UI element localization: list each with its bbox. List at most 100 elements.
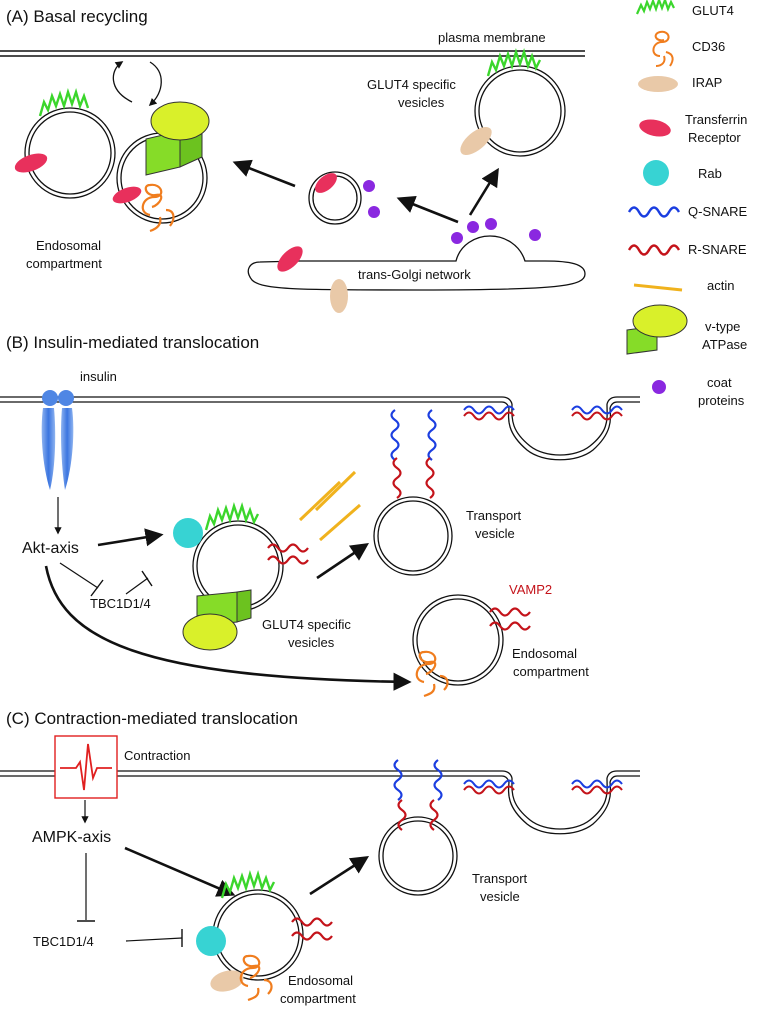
endosomal-label-b-1: Endosomal	[512, 646, 577, 661]
glut4-b	[204, 501, 260, 531]
r-snare-membrane-b1	[463, 411, 515, 421]
transport-label-b-1: Transport	[466, 508, 522, 523]
glut4-vesicle-label-b-1: GLUT4 specific	[262, 617, 351, 632]
v-atpase-b	[182, 589, 252, 651]
legend-label-coat-1: coat	[707, 375, 732, 390]
q-snare-c2	[433, 759, 443, 801]
plasma-membrane-label: plasma membrane	[438, 30, 546, 45]
r-snare-c3	[397, 799, 407, 831]
legend-label-transferrin-2: Receptor	[688, 130, 741, 145]
r-snare-c2	[291, 931, 333, 941]
r-snare-c4	[429, 799, 439, 831]
legend-glut4-icon	[635, 0, 675, 15]
arrow-akt-to-vesicle	[97, 528, 164, 547]
rab-b	[173, 518, 203, 548]
cd36-b	[415, 650, 449, 698]
glut4-vesicle-a	[474, 65, 566, 157]
arrow-vesicle-to-transport-b	[316, 542, 370, 580]
section-a-title: (A) Basal recycling	[6, 7, 148, 26]
plasma-membrane-a	[0, 50, 585, 57]
coat-protein-1	[363, 180, 375, 192]
transferrin-small-vesicle	[315, 173, 337, 193]
recycle-arrow-up	[112, 61, 133, 103]
tbc-label-b: TBC1D1/4	[90, 596, 151, 611]
glut4-a2	[486, 47, 542, 77]
r-snare-b2	[267, 555, 309, 565]
legend-label-coat-2: proteins	[698, 393, 745, 408]
glut4-vesicle-label-a-2: vesicles	[398, 95, 445, 110]
q-snare-b2	[427, 409, 437, 461]
arrow-ampk-to-vesicle	[124, 846, 236, 897]
q-snare-c1	[393, 759, 403, 801]
endosomal-label-c-1: Endosomal	[288, 973, 353, 988]
transport-label-c-1: Transport	[472, 871, 528, 886]
transferrin-tgn	[277, 246, 303, 272]
legend-label-atpase-2: ATPase	[702, 337, 747, 352]
tbc-label-c: TBC1D1/4	[33, 934, 94, 949]
trans-golgi-label: trans-Golgi network	[358, 267, 471, 282]
r-snare-b1	[267, 543, 309, 553]
q-snare-membrane-c2	[571, 779, 623, 789]
coat-protein-2	[368, 206, 380, 218]
legend: GLUT4 CD36 IRAP Transferrin Receptor Rab…	[626, 0, 748, 408]
coat-protein-5	[485, 218, 497, 230]
r-snare-membrane-c2	[571, 785, 623, 795]
legend-coat-protein-icon	[652, 380, 666, 394]
legend-actin-icon	[633, 283, 683, 292]
r-snare-b5	[489, 607, 531, 617]
legend-label-glut4: GLUT4	[692, 3, 734, 18]
arrow-tgn-to-glut4-vesicle	[468, 167, 499, 216]
cd36-c	[239, 954, 273, 1002]
r-snare-c1	[291, 917, 333, 927]
r-snare-membrane-b2	[571, 411, 623, 421]
actin-1	[298, 480, 342, 522]
legend-rab-icon	[643, 160, 669, 186]
actin-3	[319, 503, 361, 542]
glut4-a1	[38, 87, 90, 117]
legend-cd36-icon	[652, 30, 674, 67]
legend-label-q-snare: Q-SNARE	[688, 204, 748, 219]
legend-label-atpase-1: v-type	[705, 319, 740, 334]
plasma-membrane-b	[0, 396, 640, 461]
vamp2-label: VAMP2	[509, 582, 552, 597]
endosomal-label-a-2: compartment	[26, 256, 102, 271]
inhibit-akt-to-tbc	[59, 562, 99, 589]
rab-c	[196, 926, 226, 956]
irap-a	[460, 126, 492, 156]
legend-label-r-snare: R-SNARE	[688, 242, 747, 257]
endosomal-vesicle-a1	[24, 107, 116, 199]
endosomal-label-c-2: compartment	[280, 991, 356, 1006]
inhibit-tbc-to-rab-b	[125, 577, 149, 595]
coat-protein-4	[467, 221, 479, 233]
glut4-vesicle-label-b-2: vesicles	[288, 635, 335, 650]
insulin-receptor	[41, 390, 74, 490]
transport-vesicle-c	[378, 816, 458, 896]
cd36-a	[141, 183, 175, 233]
q-snare-membrane-b2	[571, 405, 623, 415]
irap-tgn	[330, 279, 348, 313]
legend-label-irap: IRAP	[692, 75, 722, 90]
akt-axis-label: Akt-axis	[22, 540, 79, 557]
arrow-akt-to-endosome	[44, 565, 412, 691]
legend-label-cd36: CD36	[692, 39, 725, 54]
recycle-arrow-down	[148, 61, 162, 107]
trans-golgi-network	[247, 235, 586, 291]
endosomal-vesicle-b	[412, 594, 504, 686]
legend-q-snare-icon	[627, 206, 681, 218]
q-snare-membrane-c1	[463, 779, 515, 789]
coat-protein-3	[451, 232, 463, 244]
arrow-tgn-to-vesicle	[396, 195, 459, 224]
legend-label-actin: actin	[707, 278, 734, 293]
transport-label-c-2: vesicle	[480, 889, 520, 904]
arrow-endosome-to-transport-c	[309, 856, 370, 896]
transferrin-a2	[112, 186, 142, 204]
transport-label-b-2: vesicle	[475, 526, 515, 541]
q-snare-b1	[390, 409, 400, 461]
legend-irap-icon	[638, 76, 678, 92]
r-snare-b6	[489, 621, 531, 631]
transferrin-a1	[14, 153, 48, 173]
inhibit-tbc-to-rab-c	[125, 937, 183, 942]
contraction-label: Contraction	[124, 748, 190, 763]
legend-r-snare-icon	[627, 244, 681, 256]
